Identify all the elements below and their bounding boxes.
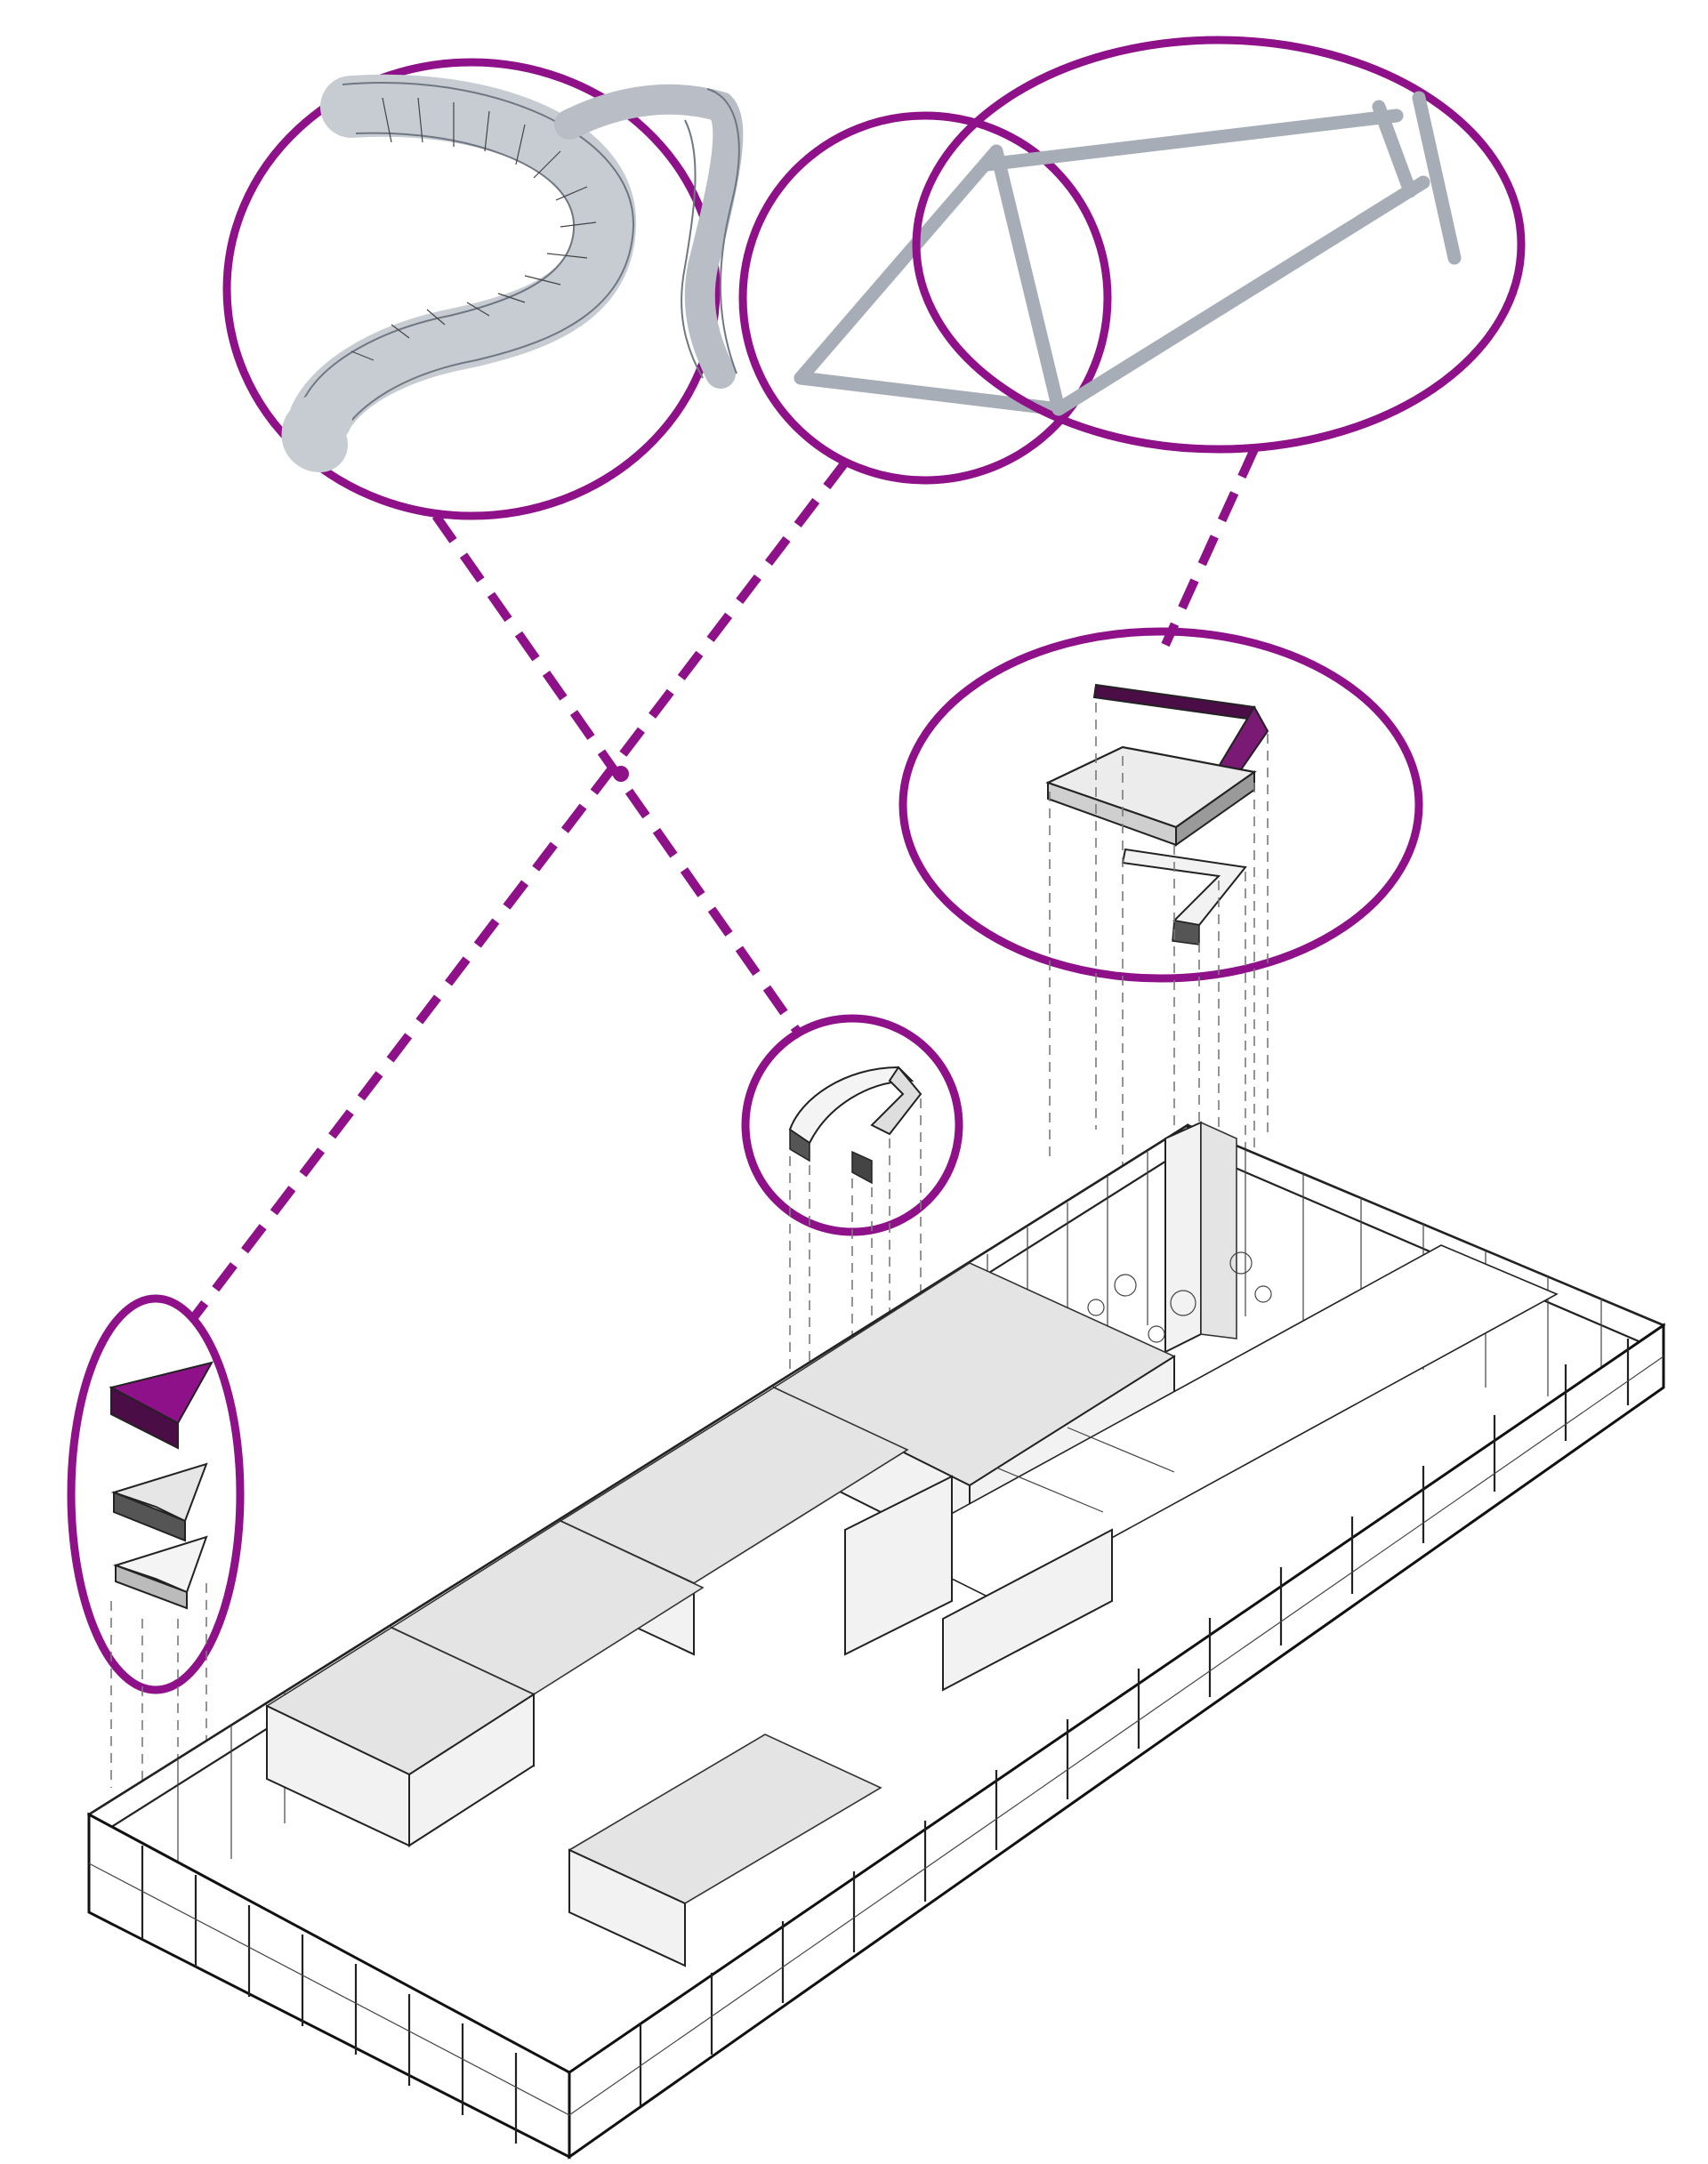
- leader-crossing-dot: [613, 766, 629, 782]
- bike-frame-tubes-sketch-icon: [980, 91, 1462, 416]
- bike-frame-triangle-sketch-icon: [794, 144, 1066, 416]
- frame-triangle-callout-ellipse: [738, 111, 1112, 485]
- callout-leaders: [188, 446, 1259, 1324]
- folded-wall-exploded-icon: [1045, 683, 1269, 945]
- frame-tubes-callout: [912, 36, 1526, 454]
- cafe-seating: [1087, 1251, 1272, 1343]
- isometric-floor-plan: [86, 1121, 1666, 2160]
- stacked-triangles-callout-ellipse: [67, 1294, 245, 1694]
- handlebar-callout-ellipse: [222, 58, 721, 520]
- stacked-triangles-callout: [67, 1294, 245, 1694]
- interior-rooms: [265, 1262, 1176, 1847]
- core-column: [1164, 1121, 1202, 1354]
- triangular-wall-elements-icon: [109, 1361, 214, 1610]
- folded-partition-callout-ellipse: [898, 627, 1423, 983]
- handlebar-sketch-icon: [282, 74, 744, 472]
- front-facade: [87, 1323, 1665, 2160]
- open-office: [568, 1244, 1559, 1967]
- leader-triangle-to-stack: [188, 459, 849, 1324]
- leader-tubes-to-folded: [1161, 446, 1259, 648]
- handlebar-callout: [222, 58, 744, 520]
- frame-tubes-callout-ellipse: [912, 36, 1526, 454]
- folded-partition-callout: [898, 627, 1423, 983]
- u-shaped-wall-icon: [788, 1066, 922, 1185]
- frame-triangle-callout: [738, 111, 1112, 485]
